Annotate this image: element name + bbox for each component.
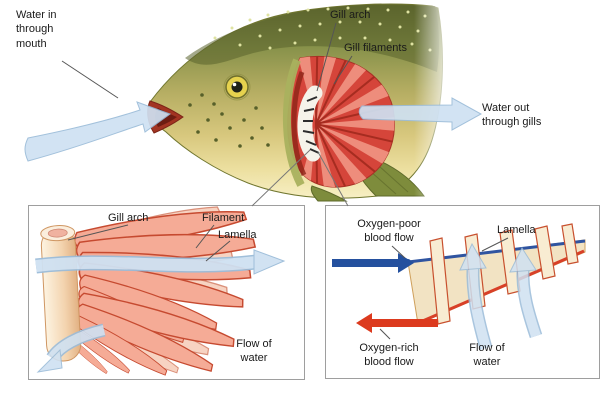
water-flow-curl-arrow [36, 323, 106, 373]
leader-filament [195, 224, 215, 249]
oxygen-poor-arrow [332, 253, 414, 273]
label-gill-filaments: Gill filaments [344, 42, 407, 54]
water-flow-arrow-inset-left [35, 249, 286, 275]
label-inset-gill-arch: Gill arch [108, 212, 149, 224]
label-lamella-right: Lamella [497, 224, 536, 236]
water-out-arrow [358, 97, 483, 131]
leader-oxygen-rich [379, 328, 391, 340]
water-flow-arrows-inset-right [459, 242, 543, 350]
leader-lamella-right [481, 237, 509, 252]
label-lamella-left: Lamella [218, 229, 257, 241]
fish-eye [223, 73, 251, 101]
lamella-inset-art [332, 223, 586, 350]
label-oxygen-rich-blood-flow: Oxygen-rich blood flow [359, 342, 419, 369]
magnifier-line-right [317, 151, 349, 207]
leader-oxygen-poor [391, 245, 406, 259]
label-filament: Filament [202, 212, 245, 224]
fish-illustration [147, 0, 456, 205]
gill-arch-inset-art [35, 199, 286, 381]
label-oxygen-poor-blood-flow: Oxygen-poor blood flow [357, 218, 421, 245]
leader-gill-filaments [333, 55, 353, 85]
leader-inset-gill-arch [67, 224, 129, 241]
pelvic-fin [310, 185, 348, 202]
label-flow-of-water-left: Flow of water [236, 338, 272, 365]
label-water-out-through-gills: Water out through gills [482, 102, 542, 129]
magnifier-line-left [251, 149, 311, 207]
leader-lamella-left [205, 240, 231, 262]
label-water-in-through-mouth: Water in through mouth [16, 9, 57, 50]
leader-gill-arch [316, 22, 337, 92]
water-in-arrow [24, 101, 172, 162]
label-gill-arch-main: Gill arch [330, 9, 371, 21]
leader-water-in [61, 60, 119, 99]
gill-arch-structure [297, 85, 323, 162]
fish-speckles-light [213, 6, 432, 52]
oxygen-rich-arrow [356, 313, 438, 333]
label-flow-of-water-right: Flow of water [469, 342, 505, 369]
operculum-edge [283, 58, 305, 187]
fish-spots-dark [188, 93, 270, 148]
